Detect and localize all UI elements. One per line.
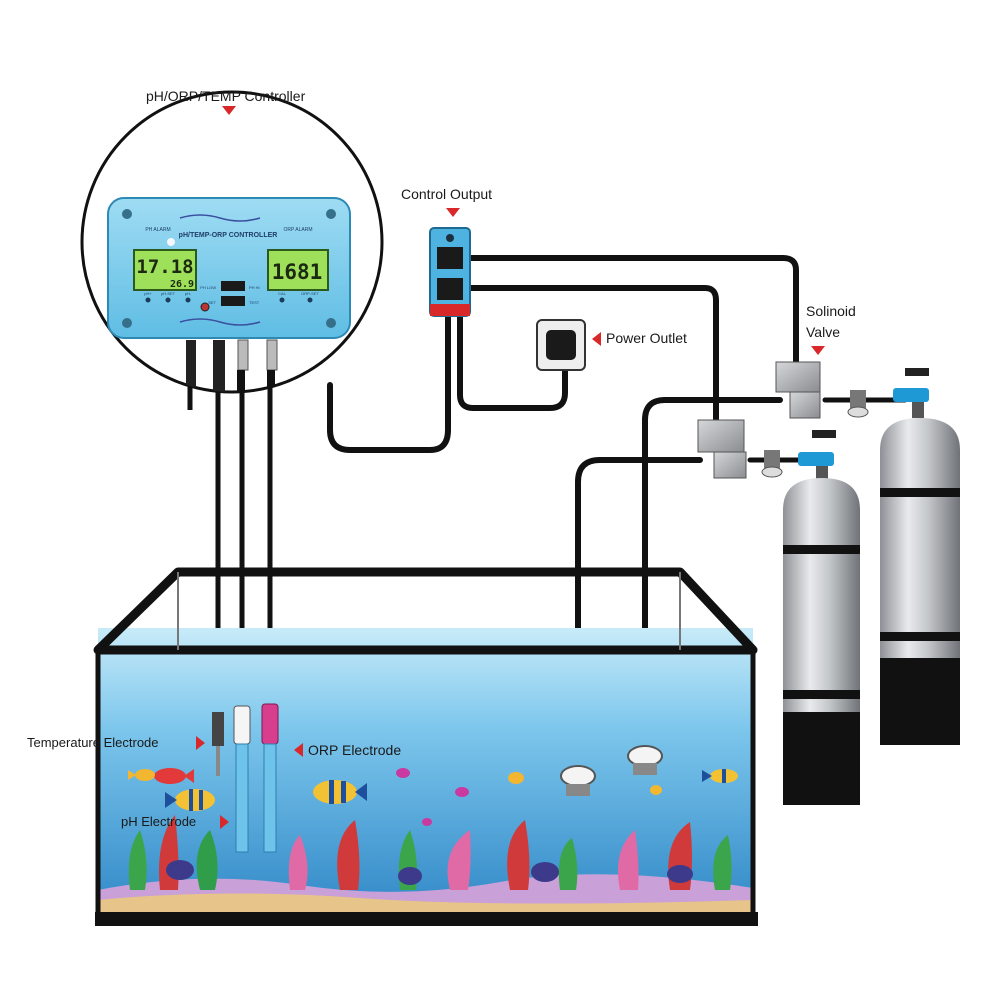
ph-alarm-led — [167, 238, 175, 246]
ph-hi-low-switch[interactable] — [221, 281, 245, 291]
control-output-box[interactable] — [429, 227, 471, 317]
air-diffuser-right — [627, 745, 663, 775]
ph-plus-label: pH+ — [144, 291, 152, 296]
solenoid-valve-lower[interactable] — [697, 419, 783, 479]
temp-reading: 26.9 — [170, 279, 194, 290]
ph-minus-button[interactable] — [185, 297, 191, 303]
set-label: SET — [208, 300, 216, 305]
orp-electrode — [261, 703, 279, 853]
aquarium-plants — [128, 815, 732, 890]
set-test-switch[interactable] — [221, 296, 245, 306]
controller-zoom-circle: pH/TEMP-ORP CONTROLLER PH ALARM ORP ALAR… — [80, 90, 384, 394]
air-diffuser-left — [560, 765, 596, 796]
control-output-label: Control Output — [401, 186, 493, 202]
orp-reading: 1681 — [272, 260, 323, 284]
ph-set-button[interactable] — [165, 297, 171, 303]
ph-minus-label: pH- — [185, 291, 192, 296]
orp-cal-button[interactable] — [279, 297, 285, 303]
power-outlet[interactable] — [536, 319, 586, 371]
controller-label: pH/ORP/TEMP Controller — [146, 88, 306, 104]
ph-low-label: PH LOW — [200, 285, 216, 290]
ph-reading: 17.18 — [136, 256, 193, 278]
ph-electrode-label: pH Electrode — [121, 814, 197, 829]
solenoid-marker-icon — [811, 346, 825, 355]
orp-alarm-label: ORP ALARM — [283, 227, 312, 233]
orp-lcd-display — [267, 249, 329, 291]
ph-hi-label: PH HI — [249, 285, 260, 290]
gas-cylinder-back — [880, 368, 960, 745]
ph-electrode — [233, 705, 251, 853]
cables — [327, 255, 908, 763]
solenoid-label-line2: Valve — [806, 324, 840, 340]
orp-electrode-marker-icon — [294, 743, 303, 757]
ph-set-label: pH-SET — [161, 291, 176, 296]
temp-adjust-knob[interactable] — [200, 302, 210, 312]
orp-cal-label: CAL — [278, 291, 287, 296]
temp-electrode-marker-icon — [196, 736, 205, 750]
orp-set-label: ORP-SET — [301, 291, 319, 296]
control-output-marker-icon — [446, 208, 460, 217]
ph-alarm-label: PH ALARM — [145, 227, 170, 233]
solenoid-label-line1: Solinoid — [806, 303, 856, 319]
aquarium-fish — [128, 768, 738, 826]
controller-title: pH/TEMP-ORP CONTROLLER — [179, 232, 278, 239]
test-label: TEST — [249, 300, 260, 305]
orp-set-button[interactable] — [307, 297, 313, 303]
controller-marker-icon — [222, 106, 236, 115]
gas-cylinder-front — [783, 430, 860, 805]
label-markers — [196, 106, 825, 829]
controller-device[interactable]: pH/TEMP-ORP CONTROLLER PH ALARM ORP ALAR… — [107, 197, 351, 339]
ph-electrode-marker-icon — [220, 815, 229, 829]
power-outlet-label: Power Outlet — [606, 330, 687, 346]
ph-plus-button[interactable] — [145, 297, 151, 303]
ph-lcd-display — [133, 249, 197, 291]
power-outlet-marker-icon — [592, 332, 601, 346]
temperature-electrode-label: Temperature Electrode — [27, 735, 159, 750]
solenoid-valve-upper[interactable] — [775, 361, 869, 419]
orp-electrode-label: ORP Electrode — [308, 742, 402, 758]
temperature-electrode — [212, 712, 224, 776]
